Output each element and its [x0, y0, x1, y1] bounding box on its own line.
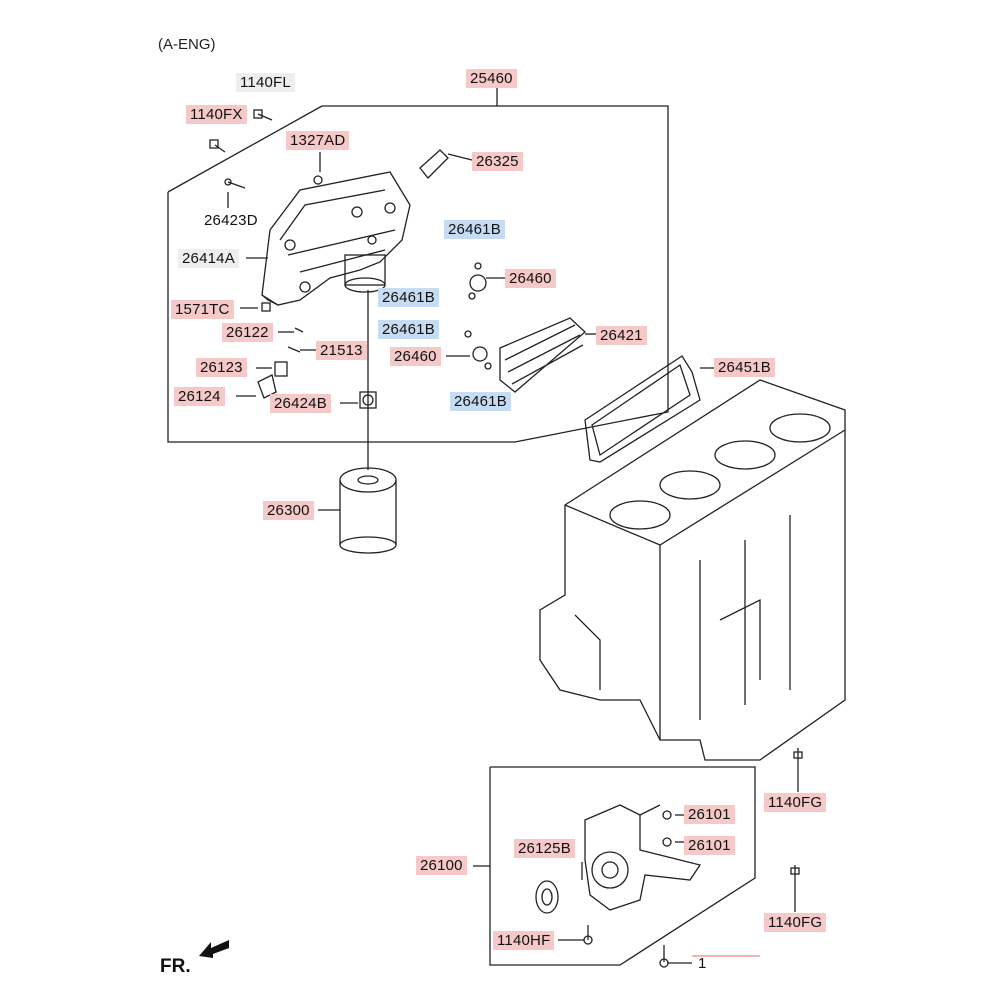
part-callout-26414A[interactable]: 26414A — [178, 249, 239, 268]
part-callout-1140HF[interactable]: 1140HF — [493, 931, 555, 950]
oil-pump-drawing — [584, 804, 702, 911]
part-callout-1140FX[interactable]: 1140FX — [186, 105, 247, 124]
part-callout-1140FL[interactable]: 1140FL — [236, 73, 295, 92]
part-callout-26421[interactable]: 26421 — [596, 326, 647, 345]
gasket-drawing — [584, 355, 715, 463]
part-callout-26123[interactable]: 26123 — [196, 358, 247, 377]
part-callout-26461B[interactable]: 26461B — [450, 392, 511, 411]
part-callout-26451B[interactable]: 26451B — [714, 358, 775, 377]
part-callout-1140FG[interactable]: 1140FG — [764, 793, 827, 812]
part-callout-26423D[interactable]: 26423D — [204, 212, 258, 229]
o-rings-drawing — [464, 262, 492, 370]
oil-pressure-sensor-drawing — [419, 149, 473, 179]
part-callout-26325[interactable]: 26325 — [472, 152, 523, 171]
part-callout-26461B[interactable]: 26461B — [378, 320, 439, 339]
part-callout-26101[interactable]: 26101 — [684, 836, 735, 855]
part-callout-26461B[interactable]: 26461B — [444, 220, 505, 239]
part-callout-1[interactable]: 1 — [698, 955, 707, 972]
part-callout-1571TC[interactable]: 1571TC — [171, 300, 234, 319]
part-callout-26124[interactable]: 26124 — [174, 387, 225, 406]
part-callout-21513[interactable]: 21513 — [316, 341, 367, 360]
engine-block-drawing — [539, 379, 846, 761]
part-callout-26300[interactable]: 26300 — [263, 501, 314, 520]
part-callout-26122[interactable]: 26122 — [222, 323, 273, 342]
oil-filter-drawing — [318, 467, 397, 554]
part-callout-26460[interactable]: 26460 — [505, 269, 556, 288]
part-callout-26424B[interactable]: 26424B — [270, 394, 331, 413]
lower-bolts-drawing — [558, 748, 803, 968]
part-callout-25460[interactable]: 25460 — [466, 69, 517, 88]
oil-filter-housing-drawing — [261, 171, 411, 306]
sprocket-drawing — [535, 880, 559, 914]
front-arrow-icon — [199, 940, 229, 958]
oil-cooler-drawing — [499, 317, 596, 393]
oil-module-group-box — [167, 105, 669, 443]
part-callout-26460[interactable]: 26460 — [390, 347, 441, 366]
engine-code-label: (A-ENG) — [158, 36, 216, 53]
part-callout-26125B[interactable]: 26125B — [514, 839, 575, 858]
part-callout-26101[interactable]: 26101 — [684, 805, 735, 824]
front-direction-label: FR. — [160, 956, 191, 977]
part-callout-26461B[interactable]: 26461B — [378, 288, 439, 307]
part-callout-1140FG[interactable]: 1140FG — [764, 913, 827, 932]
bolts-drawing — [209, 109, 377, 409]
part-callout-26100[interactable]: 26100 — [416, 856, 467, 875]
part-callout-1327AD[interactable]: 1327AD — [286, 131, 350, 150]
oil-pump-group-box — [489, 766, 756, 966]
